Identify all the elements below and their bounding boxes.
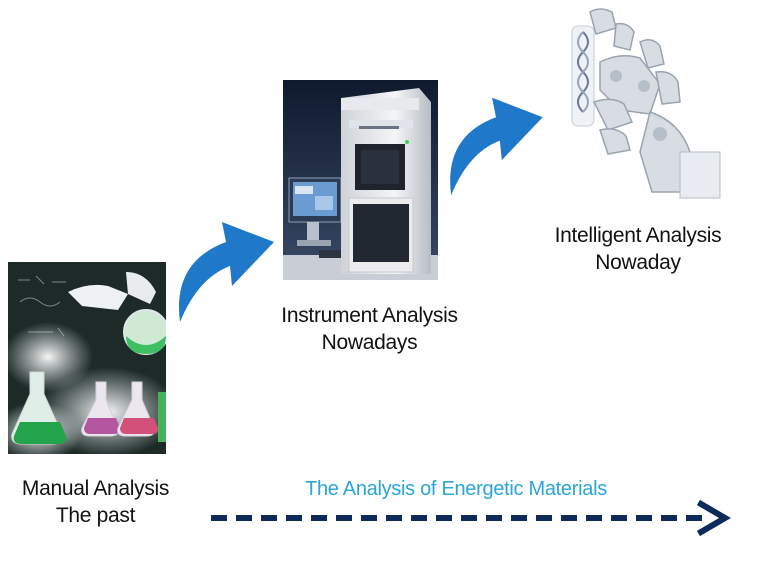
stage-title: Instrument Analysis [281,304,458,327]
curved-arrow-icon [178,222,274,322]
stage-title: Intelligent Analysis [554,224,722,247]
stage-title: Manual Analysis [21,477,170,500]
curved-arrow-icon [450,97,543,196]
timeline-label: The Analysis of Energetic Materials [305,478,607,500]
dashed-arrow-icon [211,499,731,537]
stage-caption-intelligent: Intelligent Analysis Nowaday [538,222,738,276]
intelligent-analysis-image [560,2,732,202]
manual-analysis-image [0,262,178,462]
stage-subtitle: The past [55,504,136,527]
instrument-analysis-image [283,80,438,280]
stage-subtitle: Nowaday [595,251,681,274]
stage-subtitle: Nowadays [321,331,418,354]
stage-caption-manual: Manual Analysis The past [8,475,183,529]
stage-caption-instrument: Instrument Analysis Nowadays [272,302,467,356]
